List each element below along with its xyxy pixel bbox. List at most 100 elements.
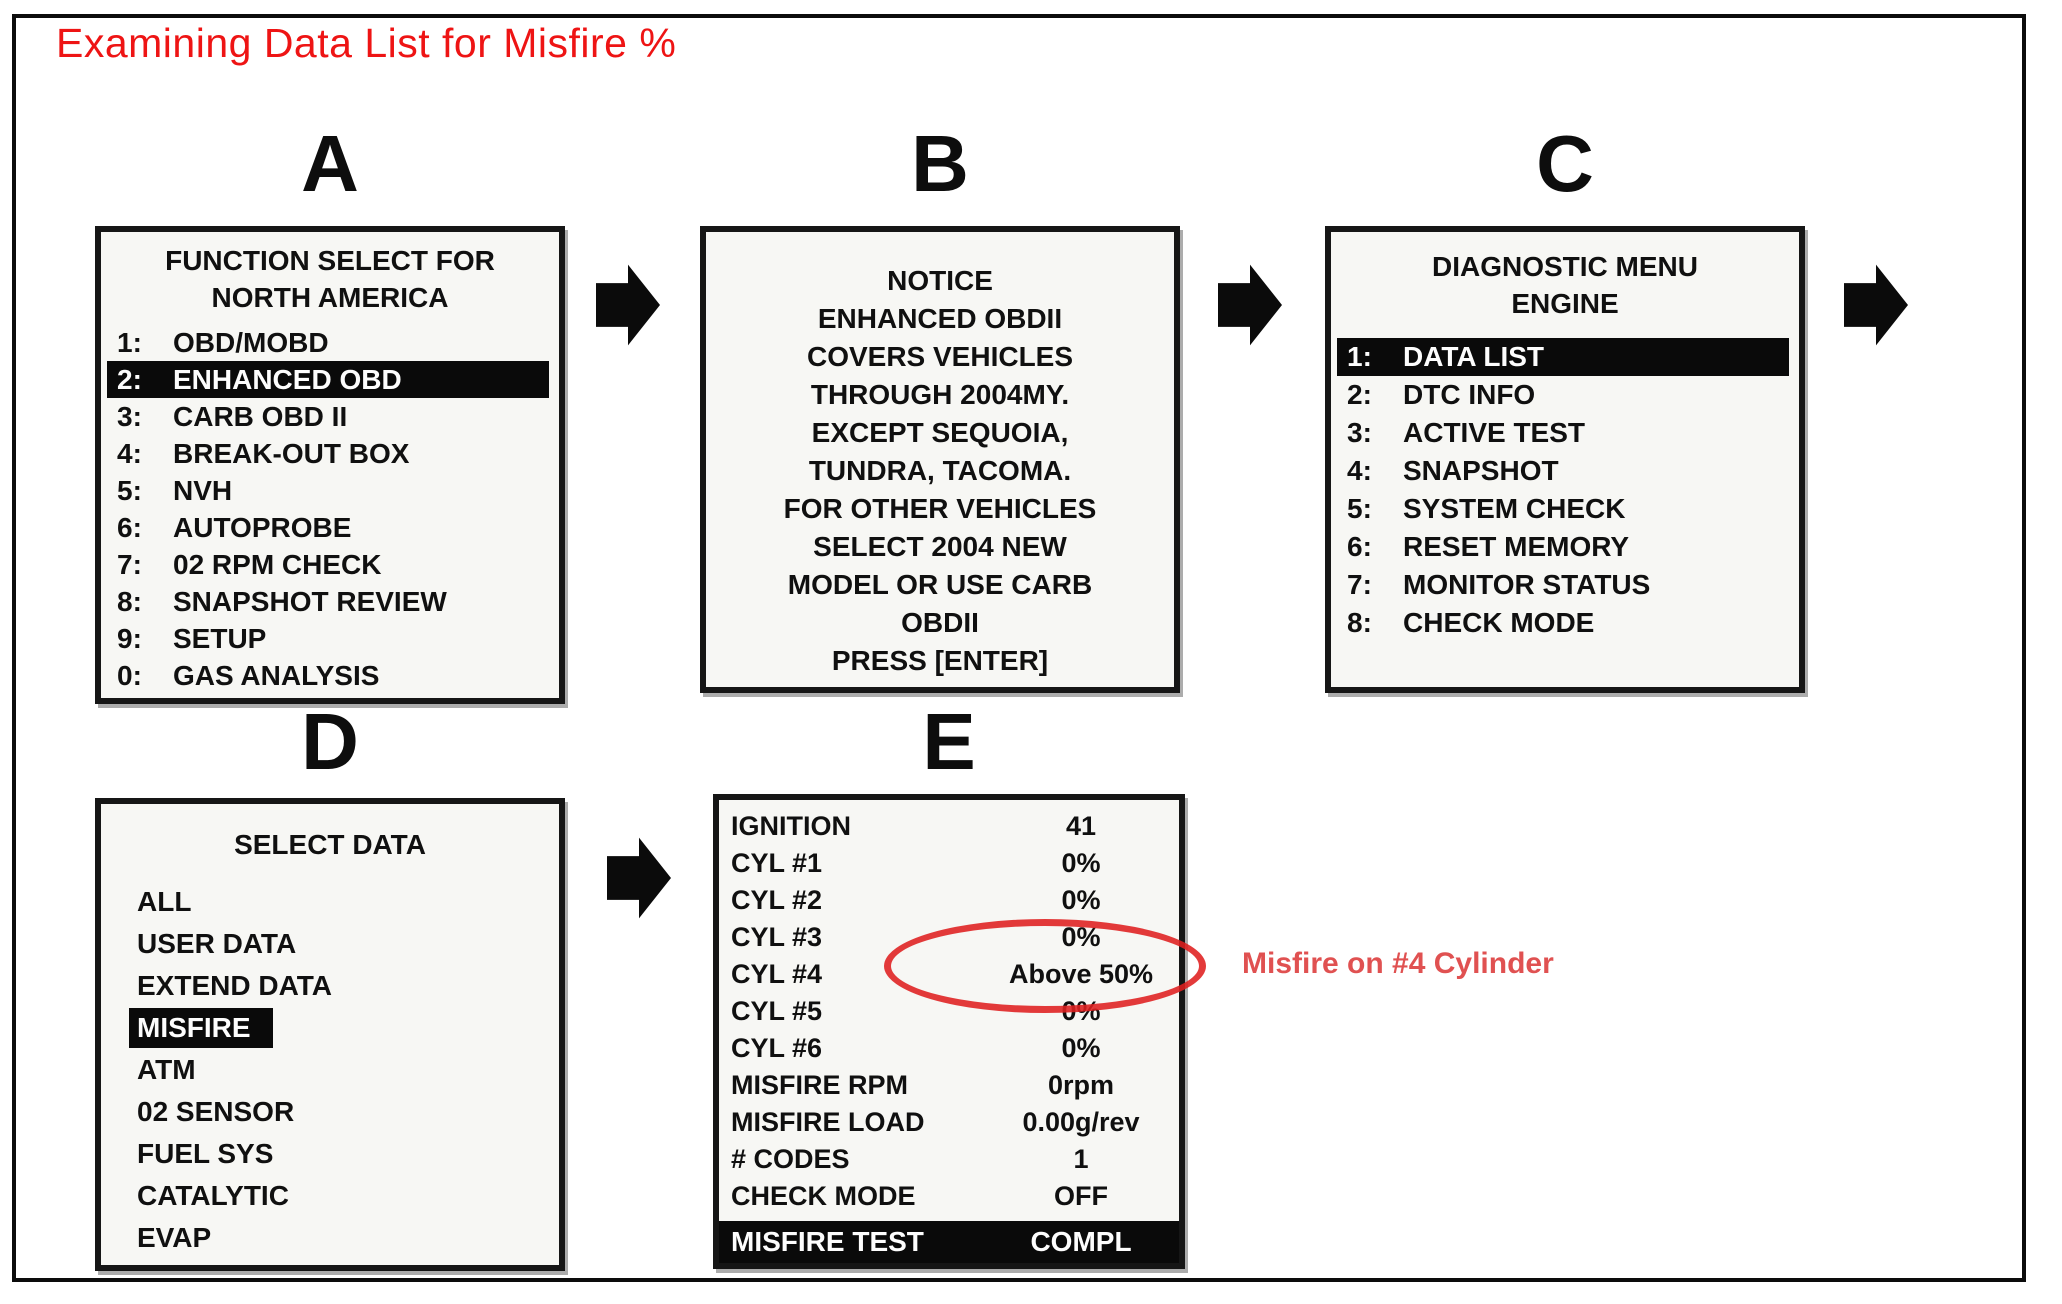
menu-item-number: 6:	[1347, 531, 1372, 562]
notice-line: THROUGH 2004MY.	[810, 379, 1070, 410]
menu-item: 8:CHECK MODE	[1337, 604, 1789, 642]
menu-item-number: 8:	[1347, 607, 1372, 638]
outer-border	[12, 14, 2026, 1282]
menu-item-number: 7:	[1347, 569, 1372, 600]
menu-item: EXTEND DATA	[101, 965, 559, 1007]
screen-header: DIAGNOSTIC MENU ENGINE	[1331, 232, 1799, 322]
menu-item: 02 SENSOR	[101, 1091, 559, 1133]
step-letter-e: E	[922, 697, 976, 786]
menu-item-label: EXTEND DATA	[137, 970, 332, 1001]
menu-item-label: DATA LIST	[1403, 341, 1545, 372]
menu-item-label: SYSTEM CHECK	[1403, 493, 1626, 524]
menu-item-label: OBD/MOBD	[173, 326, 329, 358]
data-label: CYL #5	[731, 996, 823, 1026]
menu-item: 6:RESET MEMORY	[1337, 528, 1789, 566]
notice-line: PRESS [ENTER]	[831, 645, 1049, 676]
menu-item-selected: MISFIRE	[101, 1007, 559, 1049]
menu-item: 7: 02 RPM CHECK	[107, 546, 549, 583]
data-value: 0%	[1061, 848, 1101, 878]
menu-item-label: 02 RPM CHECK	[173, 548, 382, 580]
data-label: CYL #6	[731, 1033, 823, 1063]
data-label: MISFIRE RPM	[731, 1070, 909, 1100]
menu-item-label: BREAK-OUT BOX	[173, 437, 410, 469]
notice-line: TUNDRA, TACOMA.	[808, 455, 1072, 486]
menu-item-number: 0:	[117, 659, 142, 691]
status-label: MISFIRE TEST	[731, 1226, 924, 1257]
menu-item-label: EVAP	[137, 1222, 212, 1253]
data-label: CYL #3	[731, 922, 823, 952]
data-value: OFF	[1054, 1181, 1108, 1211]
notice-line: EXCEPT SEQUOIA,	[811, 417, 1069, 448]
menu-item-label: MONITOR STATUS	[1403, 569, 1651, 600]
notice-line: FOR OTHER VEHICLES	[783, 493, 1097, 524]
menu-item-selected: 2:ENHANCED OBD	[107, 361, 549, 398]
notice-line: OBDII	[901, 607, 979, 638]
annotation-text: Misfire on #4 Cylinder	[1242, 947, 1554, 980]
data-label: CYL #1	[731, 848, 823, 878]
data-label: CYL #2	[731, 885, 823, 915]
header-line: DIAGNOSTIC MENU	[1432, 251, 1698, 282]
data-value: 0.00g/rev	[1022, 1107, 1140, 1137]
step-letter-d: D	[301, 697, 359, 786]
menu-item-label: AUTOPROBE	[173, 511, 352, 543]
notice-line: NOTICE	[887, 265, 993, 296]
notice-line: ENHANCED OBDII	[817, 303, 1063, 334]
header-line: ENGINE	[1511, 288, 1619, 319]
menu-item: 4: SNAPSHOT	[1337, 452, 1789, 490]
menu-item-number: 7:	[117, 548, 142, 580]
data-value: 0%	[1061, 1033, 1101, 1063]
data-row: # CODES 1	[719, 1141, 1179, 1178]
menu-item: 7: MONITOR STATUS	[1337, 566, 1789, 604]
menu-item-number: 1:	[1347, 341, 1372, 372]
menu-item-label: DTC INFO	[1403, 379, 1536, 410]
menu-item: 6:AUTOPROBE	[107, 509, 549, 546]
menu-item-number: 4:	[1347, 455, 1372, 486]
menu-item-number: 8:	[117, 585, 142, 617]
menu-item-number: 4:	[117, 437, 142, 469]
data-value: 0%	[1061, 996, 1101, 1026]
menu-item-label: CARB OBD II	[173, 400, 348, 432]
menu-item-number: 2:	[117, 363, 142, 395]
data-value: 41	[1065, 811, 1097, 841]
menu-item-number: 5:	[117, 474, 142, 506]
step-letter-c: C	[1536, 119, 1594, 208]
menu-item-label: GAS ANALYSIS	[173, 659, 380, 691]
menu-item-label: 02 SENSOR	[137, 1096, 295, 1127]
data-value: 1	[1073, 1144, 1089, 1174]
screen-function-select: FUNCTION SELECT FOR NORTH AMERICA 1:OBD/…	[95, 226, 565, 704]
data-value: 0rpm	[1047, 1070, 1115, 1100]
data-row: CHECK MODE OFF	[719, 1178, 1179, 1215]
screen-notice: NOTICE ENHANCED OBDII COVERS VEHICLES TH…	[700, 226, 1180, 693]
menu-item: 3:CARB OBD II	[107, 398, 549, 435]
menu-item: USER DATA	[101, 923, 559, 965]
menu-item: 5:NVH	[107, 472, 549, 509]
screen-select-data: SELECT DATA ALL USER DATA EXTEND DATA MI…	[95, 798, 565, 1271]
menu-item-label: ATM	[137, 1054, 196, 1085]
menu-item-label: SETUP	[173, 622, 267, 654]
data-row: CYL #5 0%	[719, 993, 1179, 1030]
menu-item-label: SNAPSHOT REVIEW	[173, 585, 447, 617]
menu-item-number: 3:	[1347, 417, 1372, 448]
menu-item: 2:DTC INFO	[1337, 376, 1789, 414]
notice-line: SELECT 2004 NEW	[813, 531, 1067, 562]
menu-item: ATM	[101, 1049, 559, 1091]
notice-line: MODEL OR USE CARB	[787, 569, 1093, 600]
step-letter-a: A	[301, 119, 359, 208]
data-row: CYL #6 0%	[719, 1030, 1179, 1067]
menu-item-label: CATALYTIC	[137, 1180, 289, 1211]
data-label: CHECK MODE	[731, 1181, 916, 1211]
menu-item: 0: GAS ANALYSIS	[107, 657, 549, 694]
menu-item-number: 1:	[117, 326, 142, 358]
menu-item: 8: SNAPSHOT REVIEW	[107, 583, 549, 620]
menu-item-label: SNAPSHOT	[1403, 455, 1559, 486]
page-title: Examining Data List for Misfire %	[56, 20, 677, 66]
data-label: # CODES	[731, 1144, 850, 1174]
menu-item-label: USER DATA	[137, 928, 297, 959]
menu-item-label: FUEL SYS	[137, 1138, 274, 1169]
data-label: CYL #4	[731, 959, 823, 989]
menu-item: 4: BREAK-OUT BOX	[107, 435, 549, 472]
menu-item-number: 9:	[117, 622, 142, 654]
